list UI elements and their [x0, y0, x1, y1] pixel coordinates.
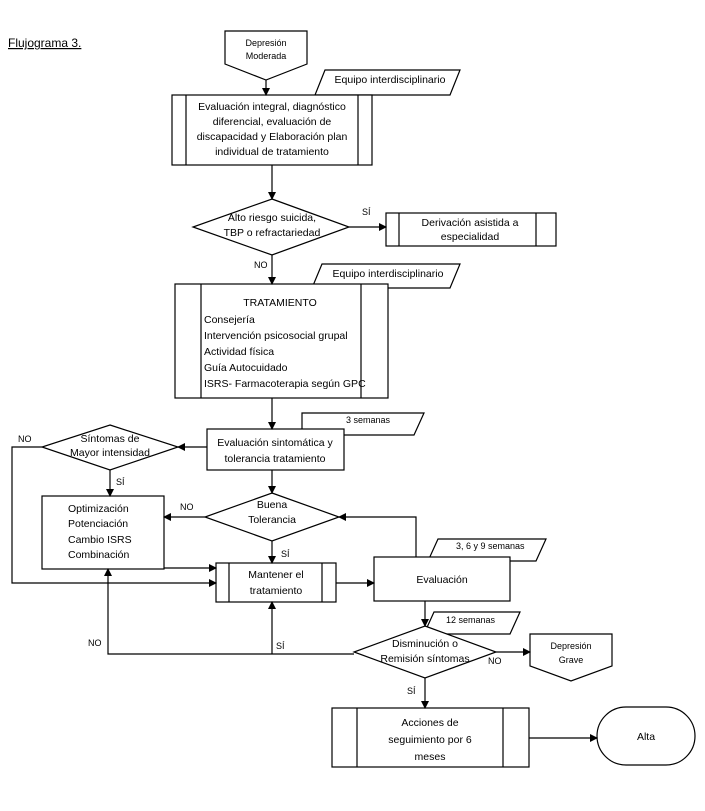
note-12-semanas-label: 12 semanas — [446, 615, 496, 625]
sintomas-line-1: Síntomas de — [81, 433, 140, 445]
sintomas-decision: Síntomas de Mayor intensidad — [40, 424, 180, 471]
diagram-title: Flujograma 3. — [8, 36, 81, 50]
acciones-line-2: seguimiento por 6 — [388, 734, 472, 746]
eval-sintomatica-line-1: Evaluación sintomática y — [217, 437, 333, 449]
edge-label-no-riesgo: NO — [254, 260, 268, 270]
derivacion-line-1: Derivación asistida a — [422, 217, 519, 229]
sintomas-line-2: Mayor intensidad — [70, 447, 150, 459]
start-depresion-moderada-node: Depresión Moderada — [224, 30, 308, 81]
tratamiento-item: Actividad física — [204, 346, 274, 358]
evaluacion-integral-process: Evaluación integral, diagnóstico diferen… — [171, 94, 373, 166]
disminucion-decision: Disminución o Remisión síntomas — [352, 625, 498, 679]
tratamiento-item: Guía Autocuidado — [204, 362, 288, 374]
evaluacion-label: Evaluación — [416, 574, 468, 586]
disminucion-line-1: Disminución o — [392, 638, 458, 650]
edge-label-si-riesgo: SÍ — [362, 207, 371, 217]
grave-line-1: Depresión — [550, 641, 591, 651]
tratamiento-title: TRATAMIENTO — [243, 297, 317, 309]
eval-integral-line-4: individual de tratamiento — [215, 146, 329, 158]
tratamiento-item: Intervención psicosocial grupal — [204, 330, 348, 342]
depresion-grave-node: Depresión Grave — [529, 633, 613, 682]
note-3-6-9-label: 3, 6 y 9 semanas — [456, 541, 525, 551]
edge-label-si-disminucion-down: SÍ — [407, 686, 416, 696]
start-line-1: Depresión — [245, 38, 286, 48]
start-line-2: Moderada — [246, 51, 287, 61]
evaluacion-box: Evaluación — [373, 556, 511, 602]
edge-label-no-disminucion-right: NO — [488, 656, 502, 666]
eval-integral-line-3: discapacidad y Elaboración plan — [197, 131, 348, 143]
acciones-line-1: Acciones de — [401, 717, 458, 729]
tolerancia-line-2: Tolerancia — [248, 514, 296, 526]
note-3-6-9-semanas: 3, 6 y 9 semanas — [427, 538, 547, 562]
optimizacion-item: Potenciación — [68, 518, 128, 530]
optimizacion-item: Cambio ISRS — [68, 534, 132, 546]
tratamiento-item: Consejería — [204, 314, 255, 326]
edge-label-si-sintomas: SÍ — [116, 477, 125, 487]
buena-tolerancia-decision: Buena Tolerancia — [203, 492, 341, 542]
eval-integral-line-2: diferencial, evaluación de — [213, 116, 332, 128]
connectors — [11, 80, 598, 742]
edge-label-no-disminucion-left: NO — [88, 638, 102, 648]
tratamiento-item: ISRS- Farmacoterapia según GPC — [204, 378, 366, 390]
disminucion-line-2: Remisión síntomas — [380, 653, 469, 665]
acciones-process: Acciones de seguimiento por 6 meses — [331, 707, 530, 768]
eval-integral-line-1: Evaluación integral, diagnóstico — [198, 101, 346, 113]
mantener-process: Mantener el tratamiento — [215, 562, 337, 603]
edge-sintomas-to-mantener — [11, 446, 217, 587]
team-note-2-label: Equipo interdisciplinario — [333, 268, 444, 280]
edge-label-si-disminucion-up: SÍ — [276, 641, 285, 651]
alto-riesgo-decision: Alto riesgo suicida, TBP o refractarieda… — [191, 198, 351, 256]
mantener-line-1: Mantener el — [248, 569, 303, 581]
team-note-2: Equipo interdisciplinario — [311, 263, 461, 289]
eval-sintomatica-line-2: tolerancia tratamiento — [225, 453, 326, 465]
acciones-line-3: meses — [415, 751, 446, 763]
derivacion-process: Derivación asistida a especialidad — [385, 212, 557, 247]
grave-line-2: Grave — [559, 655, 584, 665]
team-note-1: Equipo interdisciplinario — [314, 69, 461, 96]
edge-label-si-tolerancia: SÍ — [281, 549, 290, 559]
tolerancia-line-1: Buena — [257, 499, 288, 511]
edge-label-no-tolerancia: NO — [180, 502, 194, 512]
derivacion-line-2: especialidad — [441, 231, 500, 243]
note-3-semanas-label: 3 semanas — [346, 415, 391, 425]
tratamiento-process: TRATAMIENTO Consejería Intervención psic… — [174, 283, 389, 399]
optimizacion-box: Optimización Potenciación Cambio ISRS Co… — [41, 495, 165, 570]
optimizacion-item: Optimización — [68, 503, 129, 515]
alta-terminator: Alta — [596, 706, 696, 766]
optimizacion-item: Combinación — [68, 549, 129, 561]
riesgo-line-1: Alto riesgo suicida, — [228, 212, 316, 224]
edge-label-no-sintomas: NO — [18, 434, 32, 444]
team-note-1-label: Equipo interdisciplinario — [335, 74, 446, 86]
edge-evaluacion-to-tolerancia — [338, 513, 417, 557]
alta-label: Alta — [637, 731, 655, 743]
riesgo-line-2: TBP o refractariedad — [224, 227, 321, 239]
mantener-line-2: tratamiento — [250, 585, 303, 597]
evaluacion-sintomatica-box: Evaluación sintomática y tolerancia trat… — [206, 428, 345, 471]
